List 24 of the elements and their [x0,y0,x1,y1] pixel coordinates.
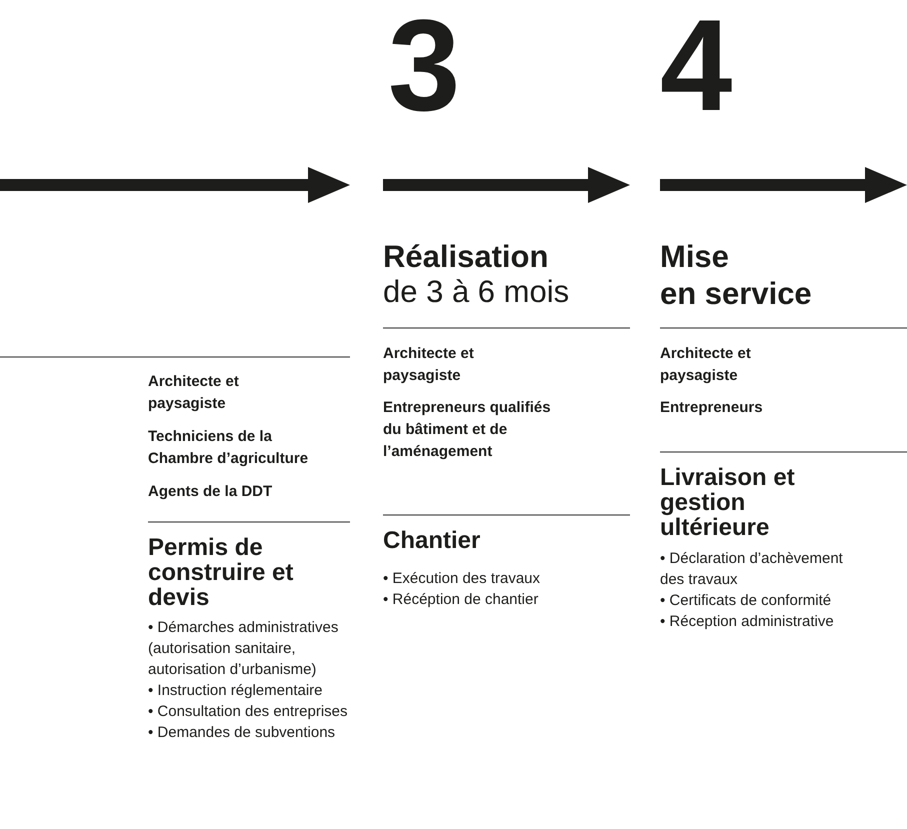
phase-title: Réalisation [383,238,550,275]
bullet-item: • Déclaration d’achèvement des travaux [660,549,844,590]
step-heading: Chantier [383,528,482,553]
duration-text: de 3 à 6 mois [383,273,570,310]
bullet-item: • Demandes de subventions [148,723,336,743]
role-text: Architecte et paysagiste [383,344,475,386]
step-heading: Permis de construire et devis [148,535,294,610]
role-text: Entrepreneurs qualifiés du bâtiment et de l’aménagement [383,398,552,462]
bullet-item: • Instruction réglementaire [148,681,324,701]
phase-title: Mise en service [660,238,813,312]
bullet-item: • Récéption de chantier [383,590,540,610]
step-number: 4 [660,0,732,130]
bullet-item: • Exécution des travaux [383,569,542,589]
step-number: 3 [388,0,460,130]
step-heading: Livraison et gestion ultérieure [660,465,796,540]
role-text: Agents de la DDT [148,482,274,502]
bullet-item: • Certificats de conformité [660,591,832,611]
bullet-item: • Consultation des entreprises [148,702,349,722]
role-text: Architecte et paysagiste [660,344,752,386]
role-text: Entrepreneurs [660,398,764,418]
role-text: Techniciens de la Chambre d’agriculture [148,427,310,469]
bullet-item: • Démarches administratives (autorisation sanitaire, autorisation d’urbanisme) [148,618,340,680]
role-text: Architecte et paysagiste [148,372,240,414]
bullet-item: • Réception administrative [660,612,835,632]
